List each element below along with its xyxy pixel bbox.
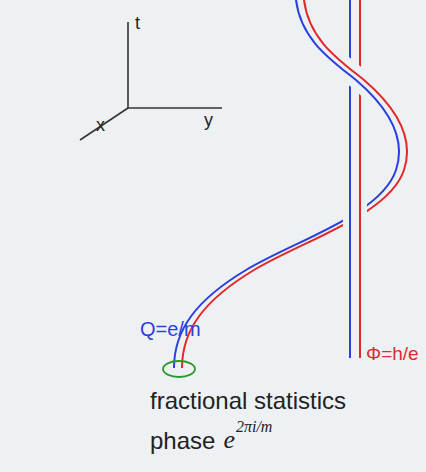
axis-label: x bbox=[96, 116, 105, 136]
charge-label: Q=e/m bbox=[140, 318, 201, 340]
x-axis bbox=[80, 108, 128, 140]
y-axis bbox=[128, 107, 222, 109]
flux-line-red bbox=[359, 180, 361, 238]
flux-line-red bbox=[359, 0, 361, 358]
axis-label: t bbox=[135, 14, 140, 34]
flux-line-blue bbox=[349, 180, 351, 238]
formula-base: e bbox=[223, 426, 235, 455]
axes bbox=[80, 22, 222, 140]
t-axis bbox=[127, 22, 129, 108]
caption-text: phase bbox=[150, 428, 215, 454]
exchange-loop bbox=[163, 361, 195, 377]
worldline-blue bbox=[174, 0, 399, 368]
flux-line-blue bbox=[349, 0, 351, 358]
flux-label: Φ=h/e bbox=[366, 344, 419, 365]
axis-label: y bbox=[204, 111, 213, 131]
caption-text: fractional statistics bbox=[150, 388, 346, 414]
formula-exponent: 2πi/m bbox=[236, 418, 272, 436]
worldline-red bbox=[182, 0, 407, 368]
crossing-gap bbox=[343, 185, 367, 233]
